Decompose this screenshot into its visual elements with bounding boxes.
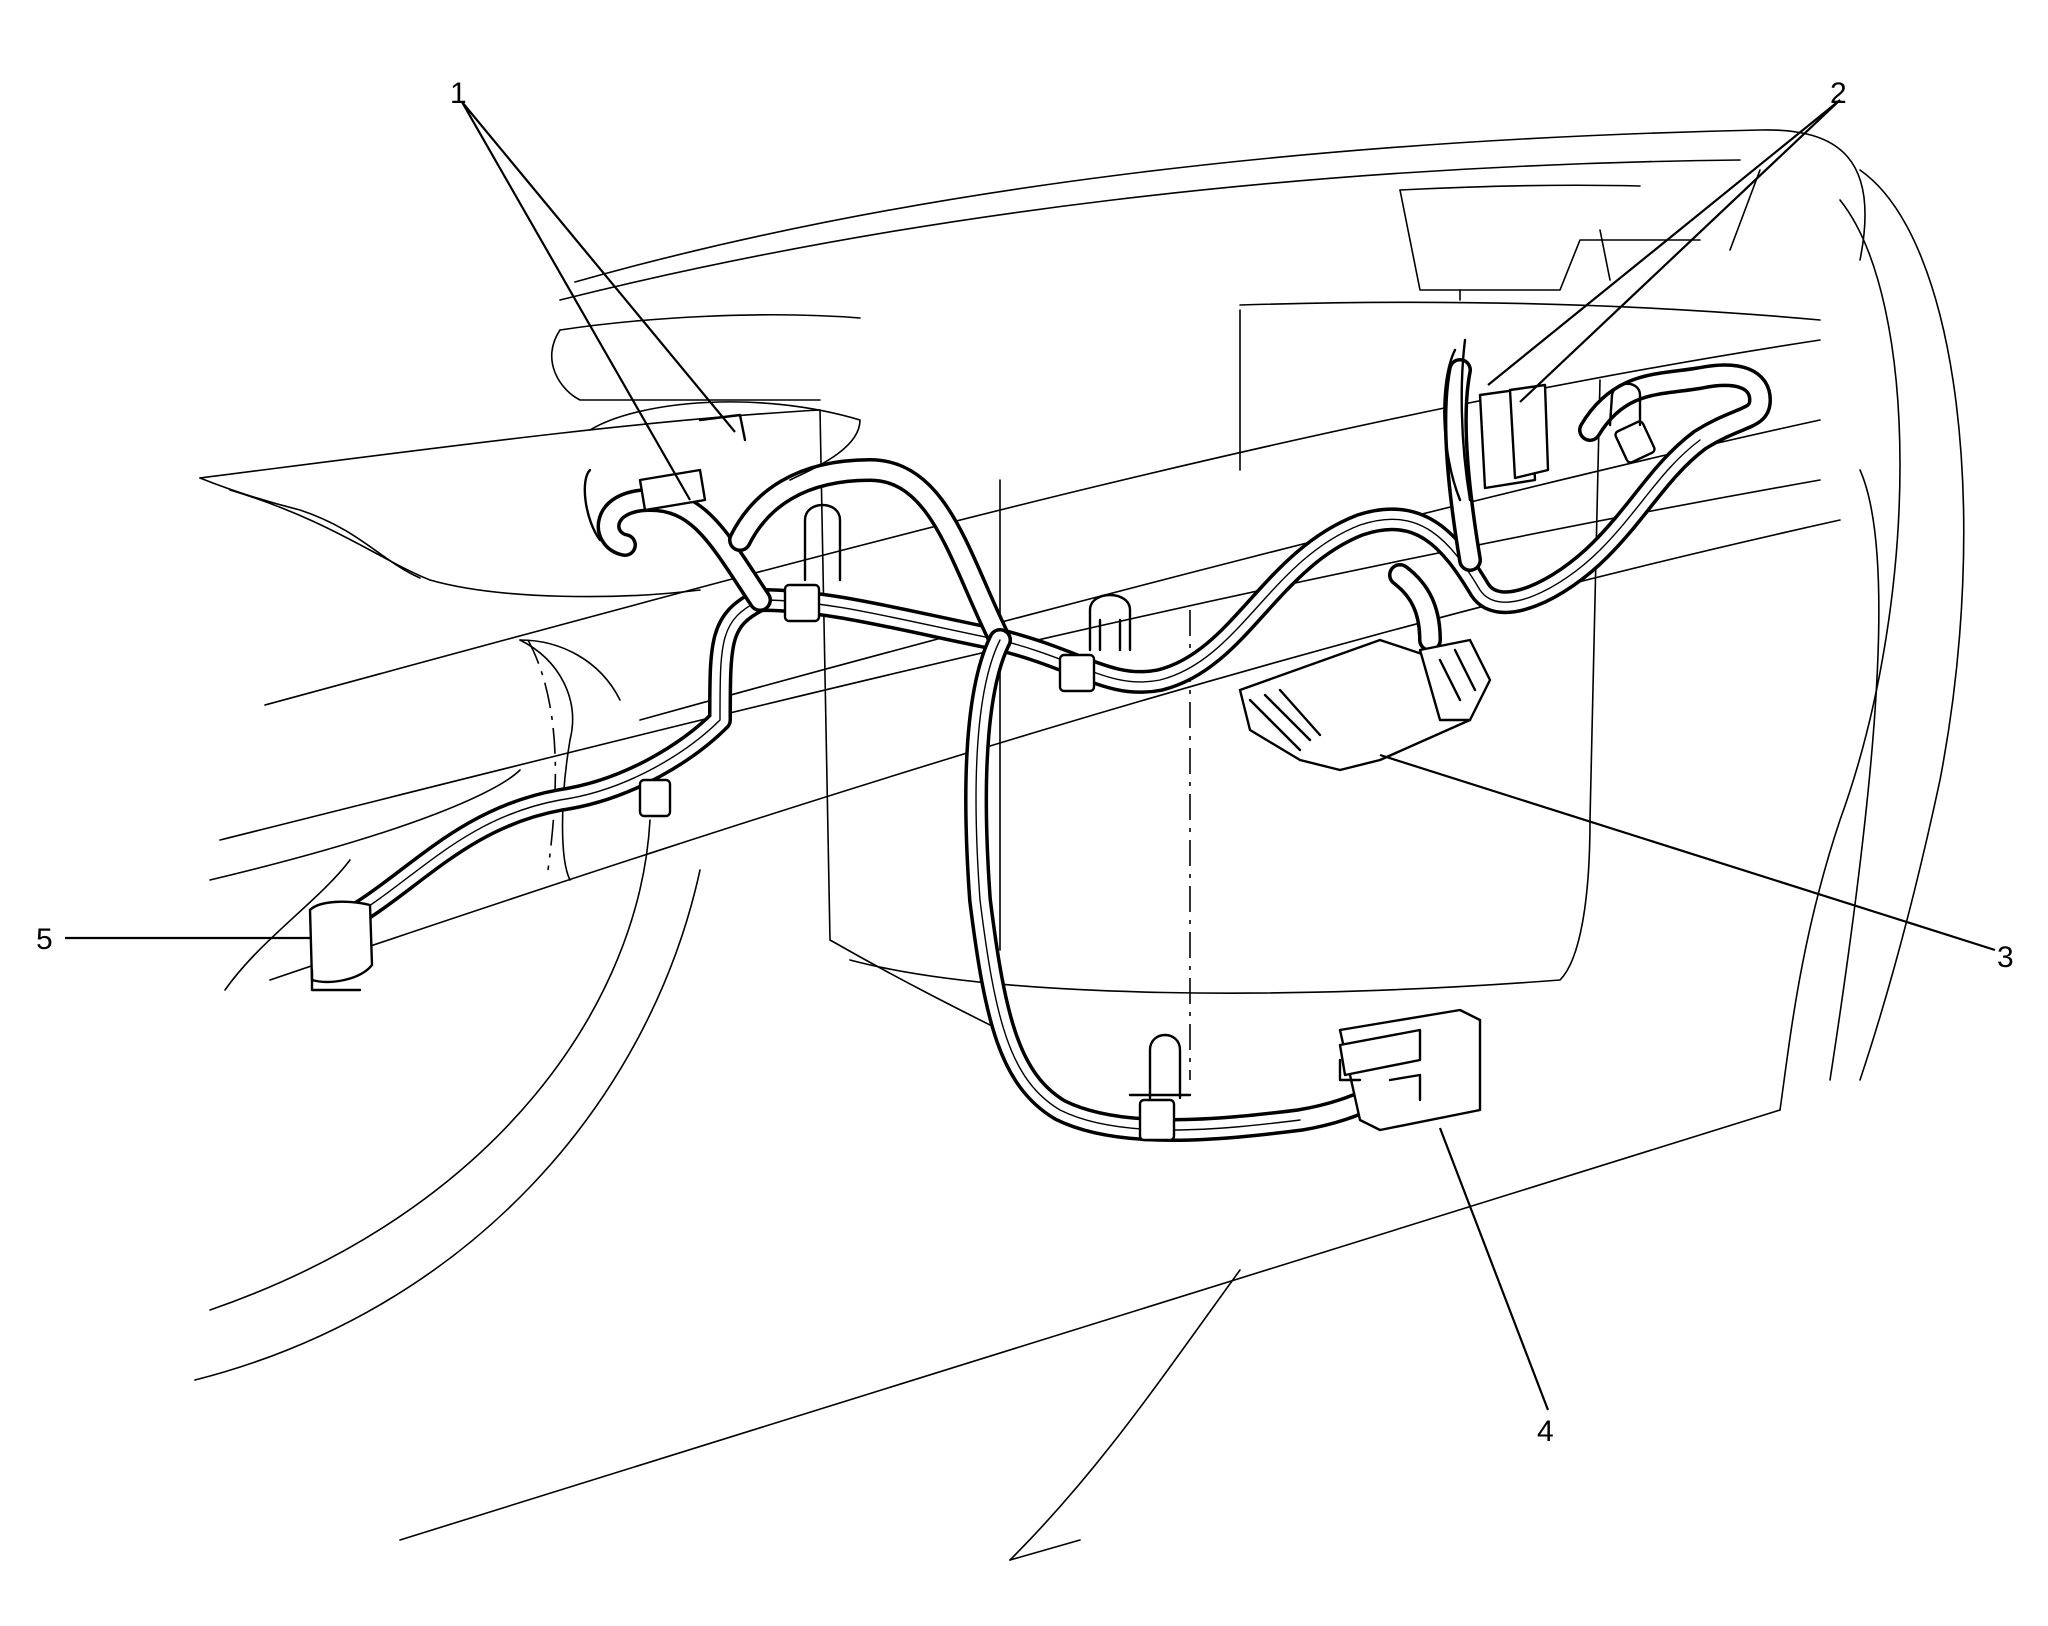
body-panel-outlines [194,129,1965,1561]
callout-2: 2 [1830,77,1847,110]
callout-4: 4 [1537,1415,1554,1448]
callout-3: 3 [1997,941,2014,974]
wiring-harness [313,358,1772,1142]
connectors [308,338,1550,1132]
callout-5: 5 [36,923,53,956]
callout-1: 1 [450,77,467,110]
callout-labels: 1 2 3 4 5 [36,77,2014,1448]
leader-lines [65,99,1996,1411]
